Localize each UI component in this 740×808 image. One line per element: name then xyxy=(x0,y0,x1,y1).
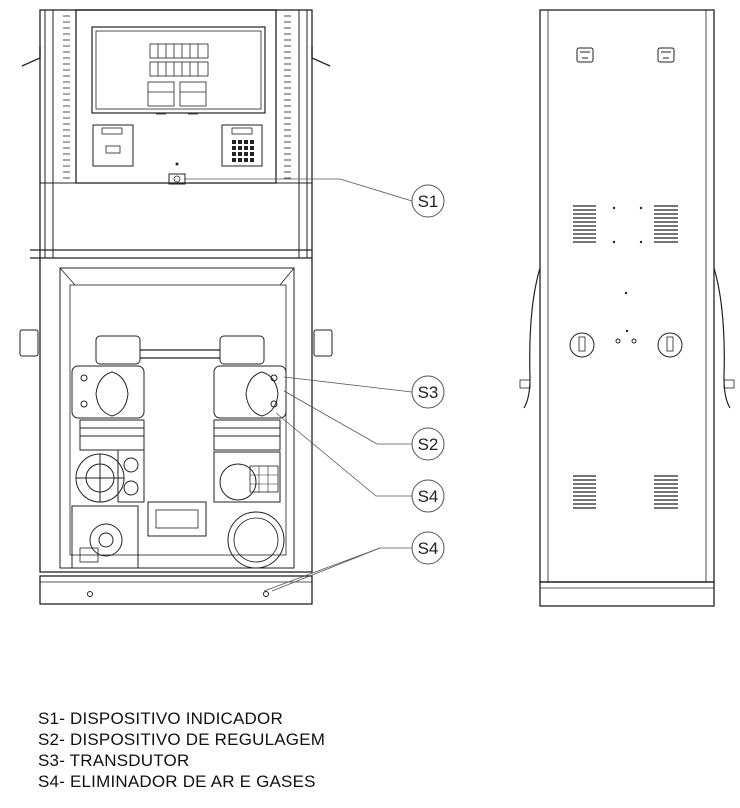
callout-s3: S3 xyxy=(411,375,445,409)
legend-item-s1: S1- DISPOSITIVO INDICADOR xyxy=(38,709,283,728)
nozzle-right xyxy=(657,332,683,358)
side-handle-left xyxy=(19,329,39,357)
price-digits xyxy=(147,43,209,115)
meter-left xyxy=(71,335,145,503)
keypad-icon xyxy=(232,140,254,162)
pump-right xyxy=(227,511,285,569)
left-panel xyxy=(92,124,134,167)
callout-s4-upper-label: S4 xyxy=(418,487,439,506)
side-vent-lower-left xyxy=(573,475,596,509)
side-vent-upper-left xyxy=(573,205,596,243)
junction-box xyxy=(147,501,207,537)
callout-s4-lower: S4 xyxy=(411,531,445,565)
callout-s4-lower-label: S4 xyxy=(418,539,439,558)
callout-s1: S1 xyxy=(411,184,445,218)
front-view xyxy=(19,9,333,605)
side-vent-right xyxy=(284,15,291,179)
meter-right xyxy=(213,335,287,503)
legend: S1- DISPOSITIVO INDICADOR S2- DISPOSITIV… xyxy=(38,708,325,792)
side-view xyxy=(519,9,735,607)
callout-s2: S2 xyxy=(411,427,445,461)
hose-hook-right xyxy=(311,46,331,67)
side-base xyxy=(539,581,715,607)
legend-item-s2: S2- DISPOSITIVO DE REGULAGEM xyxy=(38,730,326,749)
callout-leaders xyxy=(184,178,413,592)
side-vent-upper-right xyxy=(654,205,678,243)
lifting-eye-left xyxy=(576,47,594,63)
callout-s2-label: S2 xyxy=(418,435,439,454)
nozzle-left xyxy=(569,332,595,358)
display-head xyxy=(75,9,277,184)
front-base xyxy=(39,575,313,605)
side-vent-left xyxy=(63,15,70,179)
pump-left xyxy=(71,505,139,569)
legend-item-s4: S4- ELIMINADOR DE AR E GASES xyxy=(38,772,316,791)
hydraulic-cabinet xyxy=(59,267,295,569)
lifting-eye-right xyxy=(657,47,675,63)
keypad-panel xyxy=(221,124,263,167)
callout-s4-upper: S4 xyxy=(411,479,445,513)
side-handle-right xyxy=(313,329,333,357)
side-vent-lower-right xyxy=(654,475,678,509)
hose-hook-left xyxy=(21,46,41,67)
legend-item-s3: S3- TRANSDUTOR xyxy=(38,751,190,770)
callout-s3-label: S3 xyxy=(418,383,439,402)
callout-s1-label: S1 xyxy=(418,192,439,211)
